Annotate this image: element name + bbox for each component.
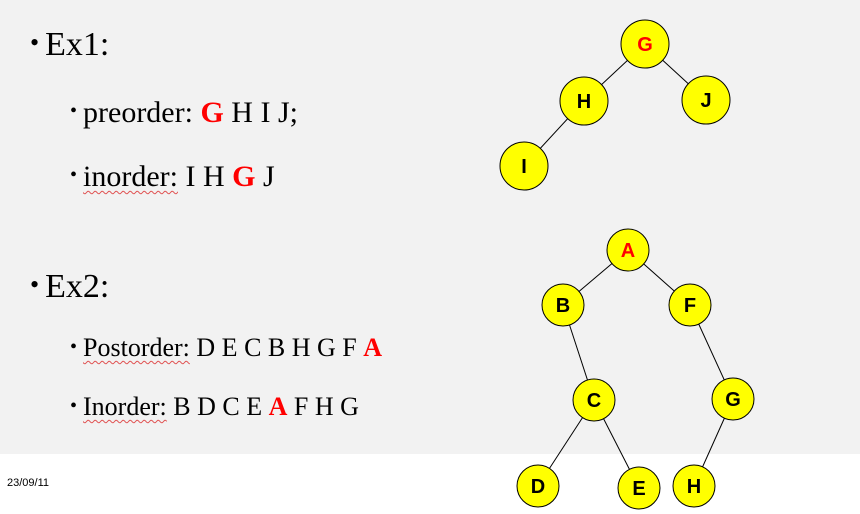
ex1-preorder-line: •preorder: G H I J; [70,96,298,130]
inorder-root: G [232,160,256,193]
preorder-root: G [200,96,224,129]
tree-node-circle [499,141,549,191]
slide-date: 23/09/11 [7,477,50,489]
ex2-inorder-label: Inorder: [83,392,167,421]
tree-node-circle [559,76,609,126]
bullet-icon: • [70,100,78,122]
ex2-title: Ex2: [45,268,110,305]
inorder-before: I H [185,160,225,193]
inorder-after: J [262,160,275,193]
tree-node-circle [620,19,670,69]
tree-node-label: H [687,476,701,498]
ex2-heading: •Ex2: [30,268,109,306]
tree-node-label: F [684,295,696,317]
ex2-postorder-line: •Postorder: D E C B H G F A [70,333,382,363]
ex2-inorder-before: B D C E [173,392,263,421]
tree-node-label: J [700,90,711,112]
postorder-root: A [363,333,383,362]
tree-node-label: D [531,476,545,498]
tree-node-label: I [521,156,527,178]
tree-node-circle [681,75,731,125]
ex1-heading: •Ex1: [30,26,109,64]
tree-node-circle [516,464,560,508]
tree-node-circle [668,283,712,327]
ex2-inorder-root: A [268,392,288,421]
bullet-icon: • [30,270,40,299]
tree-node-label: A [621,240,635,262]
tree-node-label: H [577,91,591,113]
tree-node-circle [572,378,616,422]
inorder-label: inorder: [83,160,178,193]
tree-node-label: C [587,390,601,412]
ex1-title: Ex1: [45,26,110,63]
ex2-tree: A B F C G D E H [516,228,755,510]
tree-node-label: B [556,295,570,317]
tree-node-label: E [632,478,645,500]
ex1-inorder-line: •inorder: I H G J [70,160,275,194]
postorder-before: D E C B H G F [196,333,357,362]
tree-node-circle [541,283,585,327]
bullet-icon: • [30,28,40,57]
bullet-icon: • [70,336,78,358]
tree-node-circle [617,466,661,510]
tree-node-circle [606,228,650,272]
postorder-label: Postorder: [83,333,190,362]
ex1-tree: G H J I [499,19,731,191]
preorder-label: preorder: [83,96,193,129]
bullet-icon: • [70,395,78,417]
tree-node-circle [672,464,716,508]
bullet-icon: • [70,164,78,186]
preorder-rest: H I J; [231,96,298,129]
slide-background [0,0,860,454]
tree-node-label: G [725,389,741,411]
tree-node-circle [711,377,755,421]
tree-node-label: G [637,34,653,56]
ex2-inorder-line: •Inorder: B D C E A F H G [70,392,359,422]
ex2-inorder-after: F H G [293,392,359,421]
